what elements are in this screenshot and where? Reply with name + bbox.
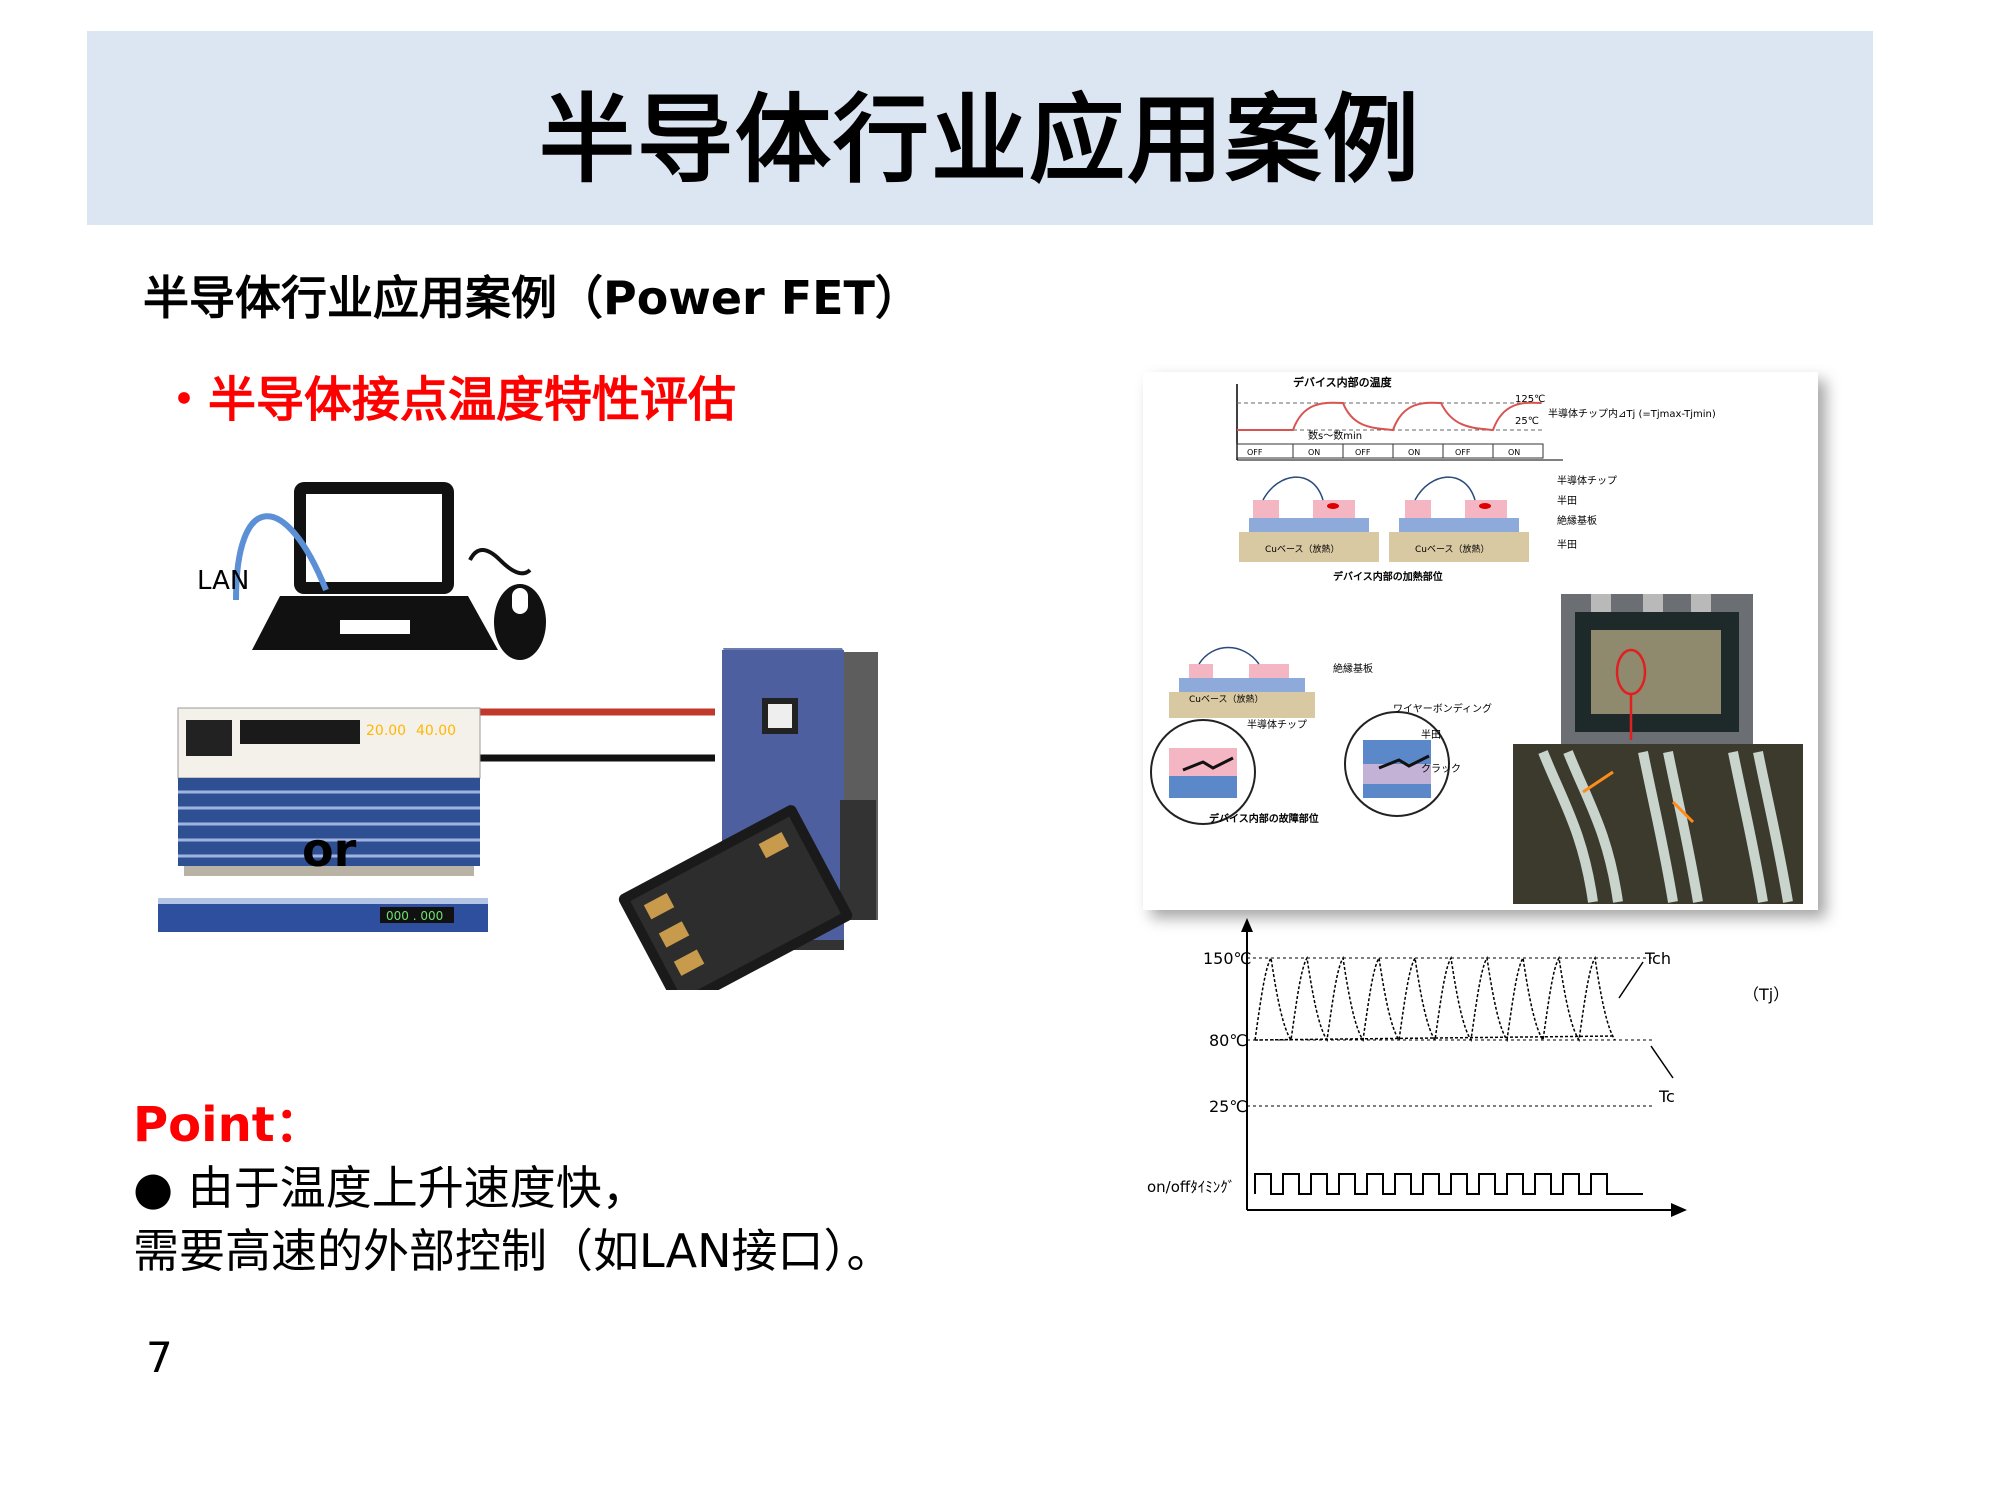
label-solder-2: 半田 <box>1557 538 1577 551</box>
y-label-150: 150℃ <box>1203 949 1252 968</box>
y-label-80: 80℃ <box>1209 1031 1247 1050</box>
diagram-top-title: デバイス内部の温度 <box>1293 375 1393 389</box>
label-base-3: Cuベース（放熱） <box>1189 693 1264 705</box>
off-label-3: OFF <box>1455 448 1471 457</box>
psu-display-b: 40.00 <box>416 723 456 739</box>
device-diagram-panel: デバイス内部の温度 125℃ 25℃ 半導体チップ内⊿Tj (=Tjmax-Tj… <box>1143 372 1818 910</box>
point-title: Point： <box>133 1097 323 1153</box>
label-wire: ワイヤーボンディング <box>1393 702 1492 715</box>
mouse-icon <box>468 548 546 660</box>
bond-wire-photo <box>1513 744 1803 904</box>
temperature-waveform: 150℃ 80℃ 25℃ on/offﾀｲﾐﾝｸﾞ Tch Tc （Tj） <box>1147 918 1789 1217</box>
or-label: or <box>302 823 357 877</box>
lan-label: LAN <box>197 566 250 596</box>
lan-cable <box>233 513 329 601</box>
temp-high: 125℃ <box>1515 394 1545 405</box>
power-module-device <box>618 805 853 990</box>
heating-cross-section <box>1239 476 1529 562</box>
label-chip-2: 半導体チップ <box>1247 718 1307 731</box>
on-label-1: ON <box>1308 448 1320 457</box>
laptop-icon <box>252 482 498 650</box>
psu-display-a: 20.00 <box>366 723 406 739</box>
label-substrate: 絶縁基板 <box>1557 514 1597 527</box>
off-label-2: OFF <box>1355 448 1371 457</box>
temp-low: 25℃ <box>1515 416 1539 427</box>
heat-caption: デバイス内部の加熱部位 <box>1333 570 1443 583</box>
tj-label: （Tj） <box>1743 985 1789 1004</box>
label-solder-3: 半田 <box>1421 728 1441 741</box>
fault-cross-section <box>1150 646 1450 825</box>
off-label-1: OFF <box>1247 448 1263 457</box>
label-base-2: Cuベース（放熱） <box>1415 543 1490 555</box>
fault-caption: デバイス内部の故障部位 <box>1209 812 1319 825</box>
label-crack: クラック <box>1421 763 1461 775</box>
label-substrate-2: 絶縁基板 <box>1333 662 1373 675</box>
module-photo <box>1561 594 1753 748</box>
label-chip: 半導体チップ <box>1557 474 1617 487</box>
timing-label: on/offﾀｲﾐﾝｸﾞ <box>1147 1178 1235 1196</box>
tc-label: Tc <box>1658 1087 1675 1106</box>
slide-title: 半导体行业应用案例 <box>539 84 1421 196</box>
point-line-2: 需要高速的外部控制（如LAN接口）。 <box>133 1224 893 1278</box>
label-base-1: Cuベース（放熱） <box>1265 543 1340 555</box>
on-label-3: ON <box>1508 448 1520 457</box>
point-line-1: ● 由于温度上升速度快， <box>133 1161 648 1215</box>
delta-label: 半導体チップ内⊿Tj (=Tjmax-Tjmin) <box>1548 407 1716 420</box>
label-solder: 半田 <box>1557 494 1577 507</box>
power-supply-unit <box>177 707 481 876</box>
rack-display: 000 . 000 <box>386 909 443 923</box>
on-label-2: ON <box>1408 448 1420 457</box>
tch-label: Tch <box>1644 949 1671 968</box>
setup-illustration: 20.00 40.00 000 . 000 <box>158 482 878 990</box>
slide-subtitle: 半导体行业应用案例（Power FET） <box>143 271 921 325</box>
page-number: 7 <box>146 1333 173 1382</box>
title-band <box>87 31 1873 225</box>
rack-power-supply <box>158 898 488 932</box>
bullet-text: ・半导体接点温度特性评估 <box>160 372 737 428</box>
interval-label: 数s～数min <box>1308 429 1362 442</box>
y-label-25: 25℃ <box>1209 1097 1247 1116</box>
